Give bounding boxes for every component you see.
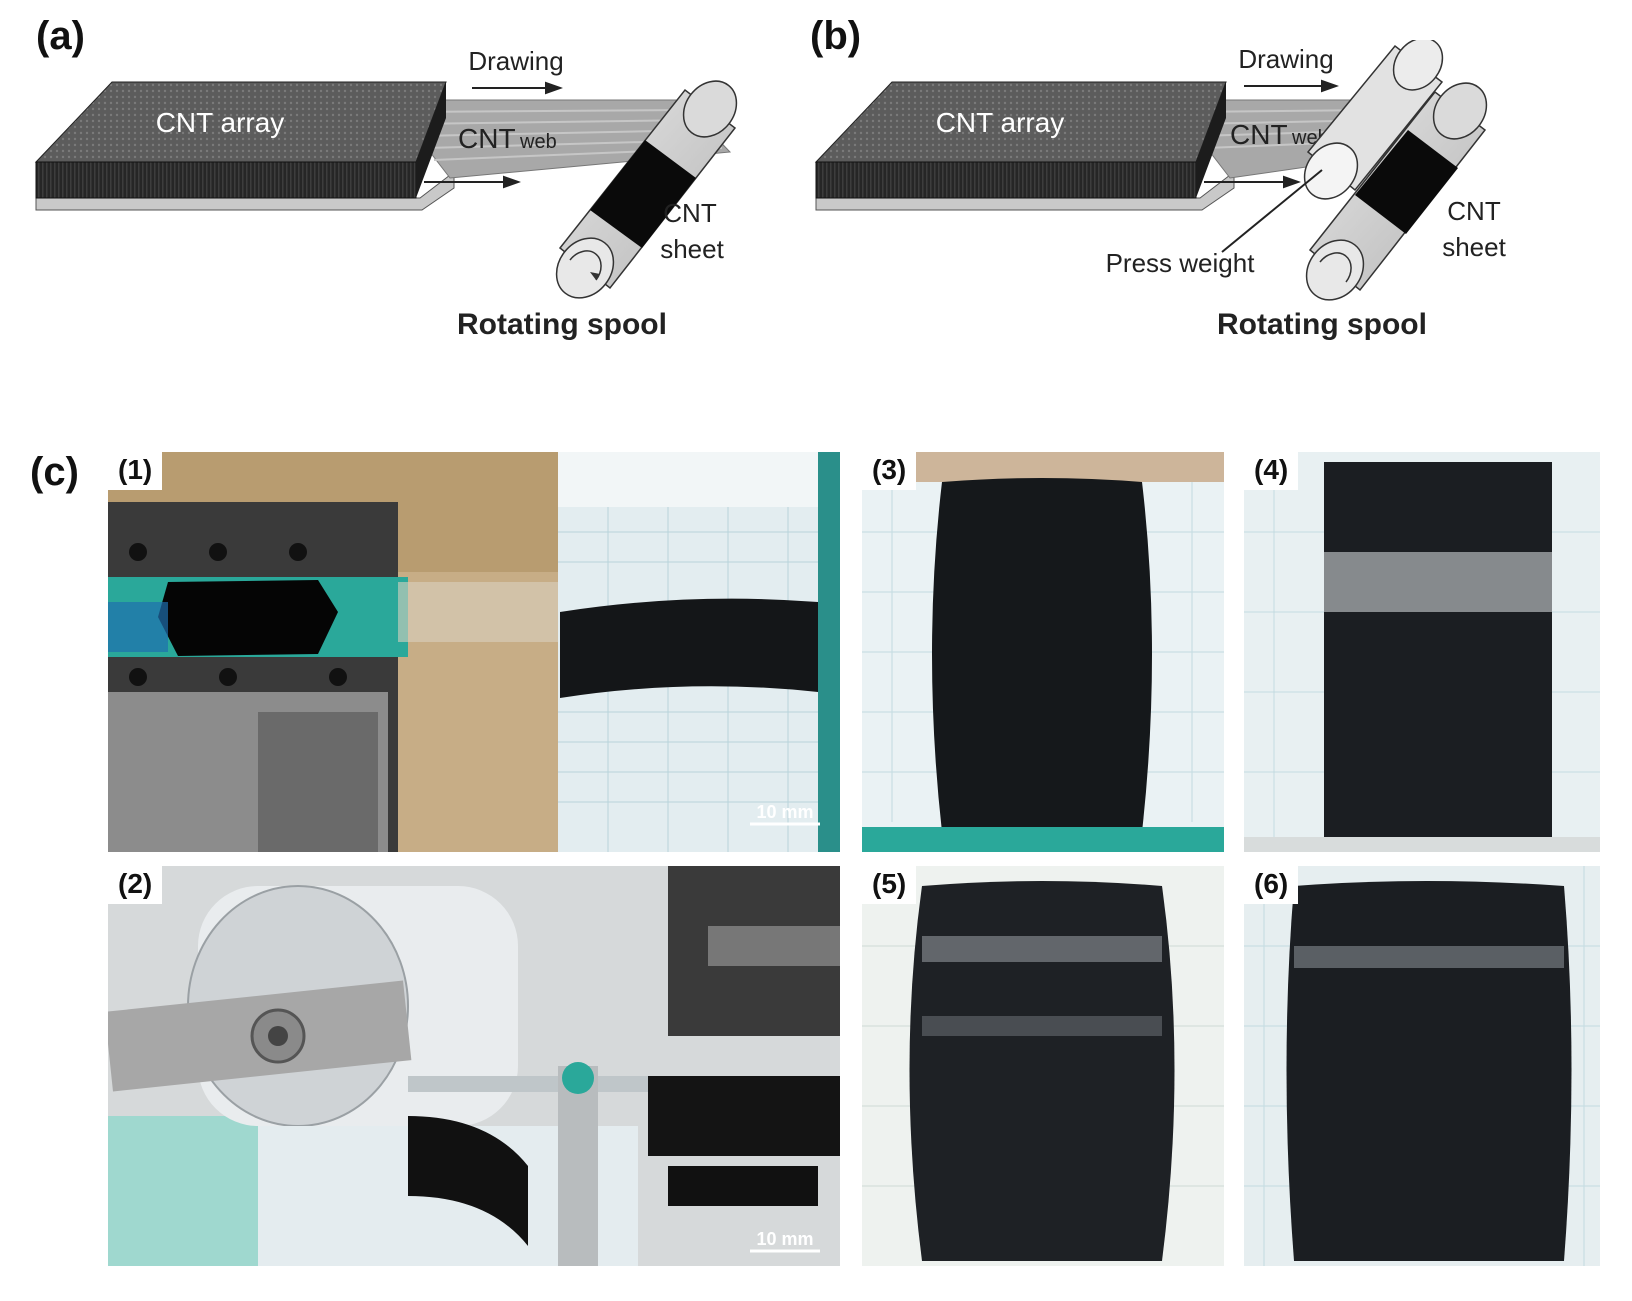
sheet-label-2-b: sheet: [1442, 232, 1506, 262]
drawing-arrow-top-b: [1244, 79, 1339, 93]
photo-5-label: (5): [862, 866, 917, 904]
photo-2-label: (2): [108, 866, 163, 904]
drawing-label-b: Drawing: [1238, 44, 1333, 74]
photo-2: 10 mm: [108, 866, 840, 1266]
panel-c-label: (c): [30, 450, 79, 494]
photo-1: 10 mm: [108, 452, 840, 852]
drawing-arrow-bottom: [424, 175, 521, 189]
cnt-sheet-6: [1286, 881, 1572, 1261]
array-label: CNT array: [156, 107, 285, 138]
cnt-array-front: [35, 161, 417, 199]
cnt-array-front-b: [815, 161, 1197, 199]
spool-label-b: Rotating spool: [1217, 308, 1427, 341]
rotating-spool-b: [1305, 82, 1488, 301]
photo-3: [862, 452, 1224, 852]
drawing-arrow-bottom-b: [1204, 175, 1301, 189]
array-label-b: CNT array: [936, 107, 1065, 138]
spool-label: Rotating spool: [457, 308, 667, 341]
photo-5: [862, 866, 1224, 1266]
drawing-arrow-top: [472, 81, 563, 95]
panel-a-label: (a): [36, 14, 85, 58]
cnt-sheet-4: [1324, 462, 1552, 842]
cnt-sheet-3: [932, 478, 1152, 832]
panel-b-schematic: CNT array CNT web Drawing Press weight C…: [814, 40, 1507, 341]
cnt-array-side: [416, 82, 446, 198]
photo-4: [1244, 452, 1600, 852]
photo-1-label: (1): [108, 452, 163, 490]
press-weight-pointer: [1221, 169, 1323, 253]
panel-b-label: (b): [810, 14, 862, 58]
photo-6: [1244, 866, 1600, 1266]
photo-6-label: (6): [1244, 866, 1299, 904]
scale-bar-2: 10 mm: [756, 1229, 813, 1249]
scale-bar-1: 10 mm: [756, 802, 813, 822]
drawing-label: Drawing: [468, 46, 563, 76]
web-label-main: CNT: [458, 123, 516, 154]
press-weight-cylinder: [1303, 40, 1444, 200]
cnt-sheet-5: [909, 881, 1175, 1261]
photo-3-label: (3): [862, 452, 917, 490]
press-label: Press weight: [1106, 248, 1256, 278]
wound-cnt-sheet: [560, 598, 818, 698]
cnt-sheet-band-b: [1355, 130, 1458, 234]
sheet-label-1-b: CNT: [1447, 196, 1501, 226]
substrate-plate: [35, 170, 455, 211]
sheet-label-2: sheet: [660, 234, 724, 264]
panel-a-schematic: CNT array CNT web Drawing CNT sheet Rota…: [34, 46, 738, 341]
photo-4-label: (4): [1244, 452, 1299, 490]
sheet-label-1: CNT: [663, 198, 717, 228]
web-label-sub: web: [519, 131, 557, 153]
cnt-sheet-band: [590, 140, 696, 248]
rotating-spool-a: [555, 80, 738, 299]
web-label-main-b: CNT: [1230, 119, 1288, 150]
